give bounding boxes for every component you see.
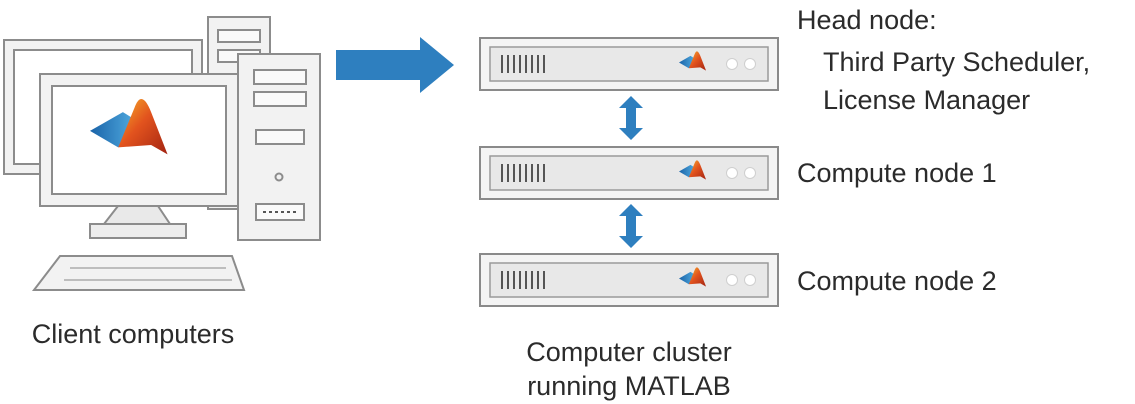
right-arrow-icon [336,37,454,93]
cluster-label-line1: Computer cluster [526,337,732,367]
double-arrow-icon [619,96,643,140]
client-computers-illustration [3,16,321,291]
head-node-title: Head node: [797,5,937,35]
keyboard [31,255,246,291]
compute-node-1-server [480,147,778,199]
compute-node-2-server [480,254,778,306]
compute-node-2-label: Compute node 2 [797,266,997,296]
head-node-line2: License Manager [823,85,1031,115]
monitor-front [39,73,239,239]
head-node-server [480,38,778,90]
cluster-label-line2: running MATLAB [527,371,731,401]
compute-node-1-label: Compute node 1 [797,158,997,188]
tower-front [237,53,321,241]
client-computers-label: Client computers [31,319,235,349]
head-node-line1: Third Party Scheduler, [823,47,1091,77]
double-arrow-icon [619,204,643,248]
